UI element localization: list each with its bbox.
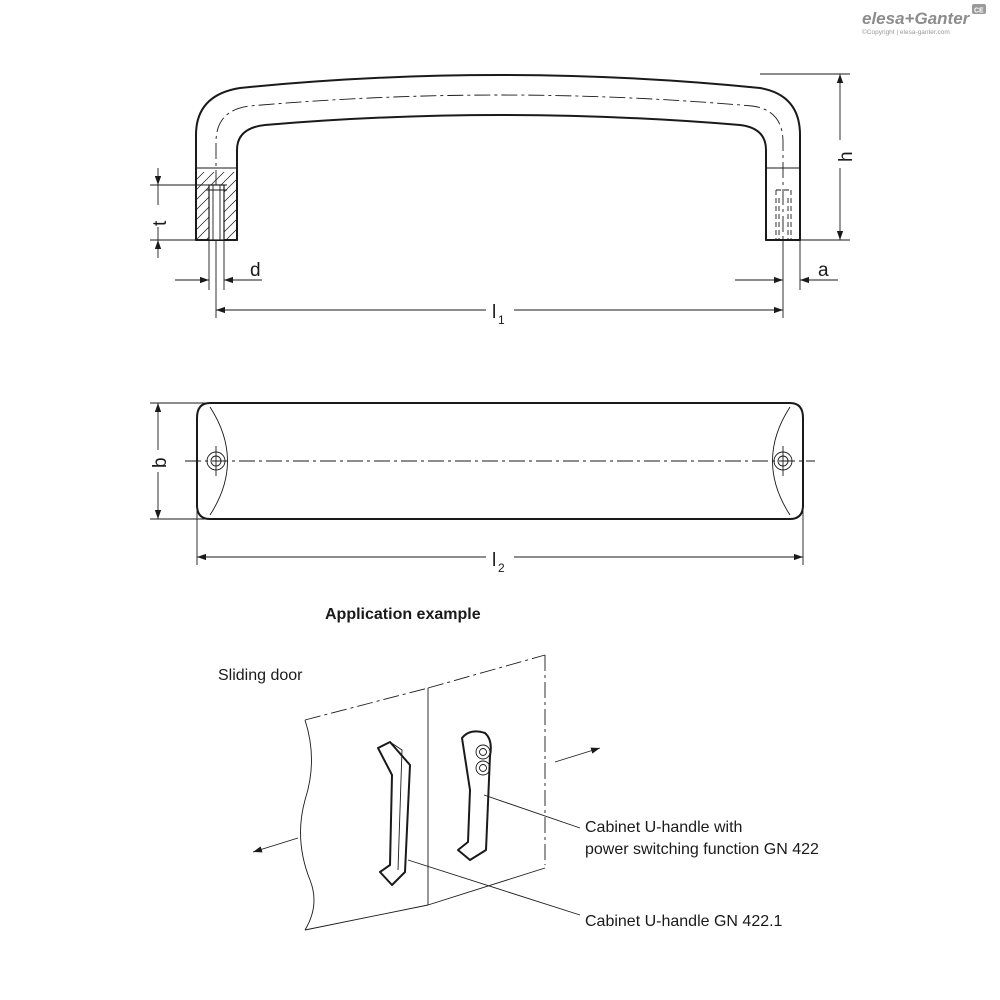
dimension-t: t — [148, 168, 209, 258]
dimension-b: b — [148, 402, 210, 520]
dimension-h-label: h — [836, 151, 857, 162]
dimension-l2-subscript: 2 — [498, 561, 505, 575]
left-section-hatch — [196, 172, 237, 240]
logo-text: elesa+Ganter — [862, 9, 971, 28]
dimension-l1-label: l — [492, 302, 496, 323]
dimension-h: h — [760, 73, 857, 241]
dimension-b-label: b — [150, 457, 171, 468]
handle-gn-422 — [457, 730, 492, 861]
dimension-d: d — [175, 240, 262, 290]
arrow-left-icon — [252, 837, 299, 853]
dimension-l2: l 2 — [196, 505, 804, 575]
dimension-l1-subscript: 1 — [498, 313, 505, 327]
application-title: Application example — [325, 606, 481, 623]
logo-copyright: ©Copyright | elesa-ganter.com — [862, 28, 950, 36]
dimension-l2-label: l — [492, 550, 496, 571]
dimension-a-label: a — [818, 260, 829, 281]
handle-plan-view — [185, 402, 815, 520]
handle-side-view — [195, 74, 801, 241]
sliding-door-illustration — [252, 654, 601, 931]
dimension-t-label: t — [150, 220, 171, 226]
callout-1-leader — [483, 794, 581, 829]
ce-mark-text: CE — [974, 8, 984, 15]
callout-1-line2: power switching function GN 422 — [585, 841, 819, 858]
sliding-door-label: Sliding door — [218, 667, 303, 684]
brand-logo: elesa+Ganter CE ©Copyright | elesa-gante… — [862, 4, 986, 36]
handle-outer-contour — [195, 74, 801, 241]
handle-inner-contour — [236, 114, 767, 241]
callout-2-label: Cabinet U-handle GN 422.1 — [585, 913, 783, 930]
plan-outer-contour — [196, 402, 804, 520]
callout-2-leader — [407, 859, 581, 916]
handle-gn-422-1 — [377, 741, 411, 886]
handle-center-line — [215, 94, 784, 240]
dimension-a: a — [735, 240, 838, 318]
dimension-l1: l 1 — [215, 240, 783, 327]
arrow-right-icon — [554, 747, 601, 763]
dimension-d-label: d — [250, 260, 261, 281]
ce-mark-icon — [972, 4, 986, 14]
callout-1-line1: Cabinet U-handle with — [585, 819, 742, 836]
